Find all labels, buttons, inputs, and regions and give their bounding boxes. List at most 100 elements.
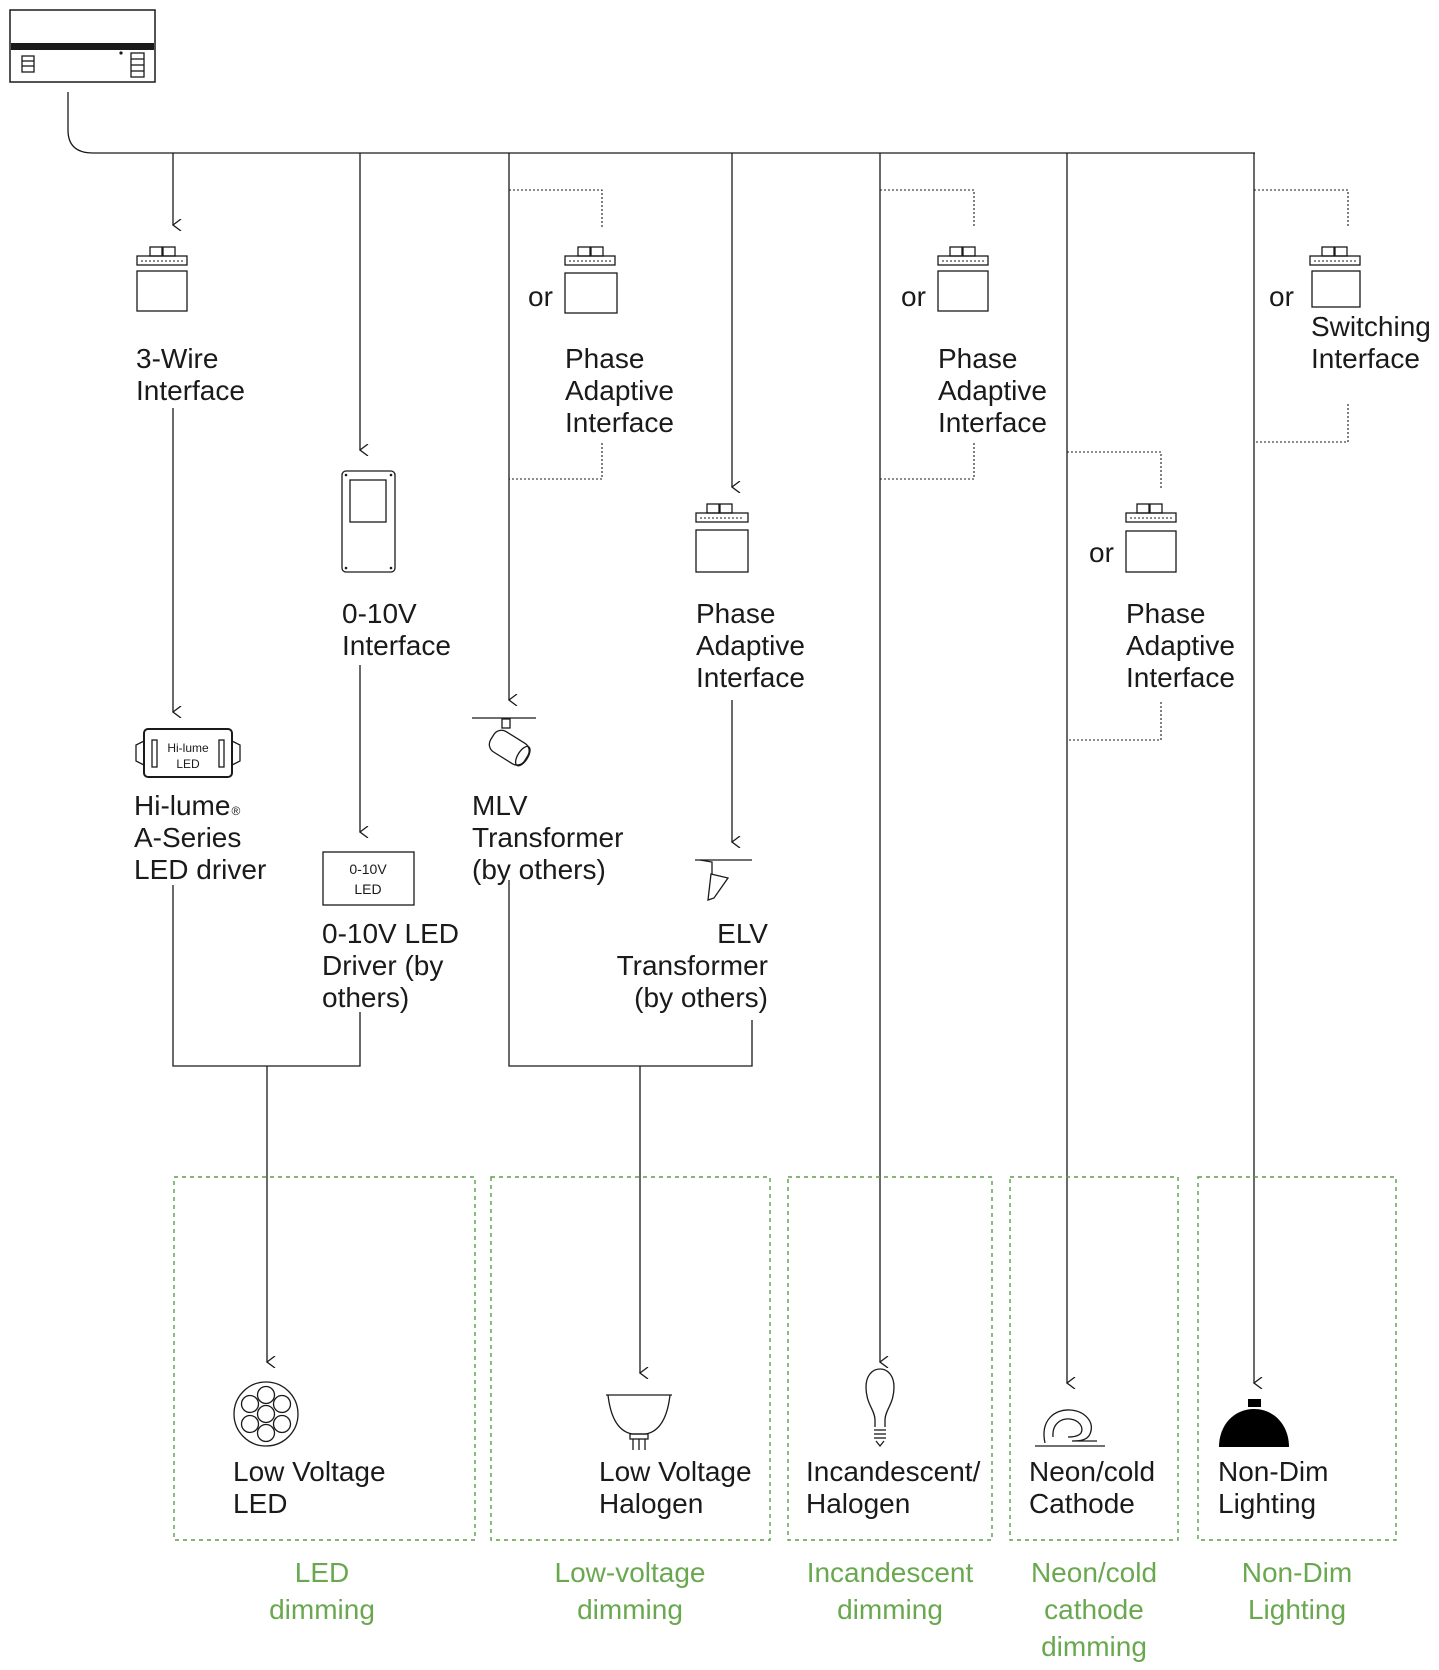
halogen-lamp-icon	[606, 1394, 672, 1450]
svg-text:Adaptive: Adaptive	[565, 375, 674, 406]
label-mlv-transformer: MLV Transformer (by others)	[472, 790, 623, 885]
hilume-icon-line-1: Hi-lume	[167, 741, 209, 755]
svg-text:0-10V LED: 0-10V LED	[322, 918, 459, 949]
svg-text:Incandescent: Incandescent	[807, 1557, 974, 1588]
interface-module-icon	[564, 246, 618, 314]
svg-text:MLV: MLV	[472, 790, 528, 821]
svg-text:Phase: Phase	[696, 598, 775, 629]
svg-text:Interface: Interface	[342, 630, 451, 661]
svg-text:LED driver: LED driver	[134, 854, 266, 885]
group-label-neon-dimming: Neon/cold cathode dimming	[1031, 1557, 1157, 1662]
svg-text:LED: LED	[233, 1488, 287, 1519]
label-zero-ten-interface: 0-10V Interface	[342, 598, 451, 661]
svg-text:Phase: Phase	[938, 343, 1017, 374]
svg-text:Neon/cold: Neon/cold	[1031, 1557, 1157, 1588]
svg-text:Adaptive: Adaptive	[938, 375, 1047, 406]
svg-text:Adaptive: Adaptive	[696, 630, 805, 661]
label-elv-transformer: ELV Transformer (by others)	[617, 918, 769, 1013]
svg-text:Interface: Interface	[1311, 343, 1420, 374]
svg-text:0-10V: 0-10V	[342, 598, 417, 629]
svg-text:Adaptive: Adaptive	[1126, 630, 1235, 661]
svg-text:Cathode: Cathode	[1029, 1488, 1135, 1519]
track-light-icon	[472, 717, 536, 767]
group-box-nondim	[1197, 1176, 1397, 1541]
interface-module-icon	[1125, 503, 1177, 573]
svg-text:Interface: Interface	[696, 662, 805, 693]
label-phase-adaptive-interface: Phase Adaptive Interface	[565, 343, 674, 438]
svg-text:Non-Dim: Non-Dim	[1218, 1456, 1328, 1487]
zero-ten-icon-line-1: 0-10V	[349, 861, 387, 877]
svg-text:Interface: Interface	[565, 407, 674, 438]
or-label: or	[1269, 281, 1294, 312]
svg-text:dimming: dimming	[269, 1594, 375, 1625]
nondim-fixture-icon	[1219, 1399, 1289, 1447]
svg-text:Switching: Switching	[1311, 311, 1431, 342]
interface-module-icon	[937, 246, 989, 312]
label-load-nondim: Non-Dim Lighting	[1218, 1456, 1328, 1519]
or-label: or	[528, 281, 553, 312]
wiring	[173, 153, 1254, 1383]
optional-routes	[509, 189, 1349, 741]
svg-text:Transformer: Transformer	[617, 950, 768, 981]
group-label-led-dimming: LED dimming	[269, 1557, 375, 1625]
group-box-led	[173, 1176, 476, 1541]
label-zero-ten-driver: 0-10V LED Driver (by others)	[322, 918, 459, 1013]
svg-text:Halogen: Halogen	[806, 1488, 910, 1519]
group-label-incandescent-dimming: Incandescent dimming	[807, 1557, 974, 1625]
svg-text:Lighting: Lighting	[1248, 1594, 1346, 1625]
label-load-lv-halogen: Low Voltage Halogen	[599, 1456, 752, 1519]
svg-text:Hi-lume®: Hi-lume®	[134, 790, 240, 821]
svg-text:LED: LED	[295, 1557, 349, 1588]
svg-text:dimming: dimming	[837, 1594, 943, 1625]
svg-text:dimming: dimming	[1041, 1631, 1147, 1662]
label-load-incandescent: Incandescent/ Halogen	[806, 1456, 981, 1519]
incandescent-bulb-icon	[865, 1368, 895, 1448]
registered-mark: ®	[231, 804, 240, 818]
or-label: or	[901, 281, 926, 312]
svg-text:Interface: Interface	[1126, 662, 1235, 693]
svg-text:Non-Dim: Non-Dim	[1242, 1557, 1352, 1588]
zero-ten-driver-icon: 0-10V LED	[322, 851, 415, 906]
svg-text:Halogen: Halogen	[599, 1488, 703, 1519]
label-load-lv-led: Low Voltage LED	[233, 1456, 386, 1519]
hilume-driver-icon: Hi-lume LED	[135, 728, 241, 778]
main-controller-icon	[9, 9, 156, 83]
group-box-low-voltage	[490, 1176, 771, 1541]
svg-text:dimming: dimming	[577, 1594, 683, 1625]
label-hilume-driver: Hi-lume® A-Series LED driver	[134, 790, 266, 885]
svg-text:Neon/cold: Neon/cold	[1029, 1456, 1155, 1487]
svg-text:Phase: Phase	[1126, 598, 1205, 629]
svg-text:cathode: cathode	[1044, 1594, 1144, 1625]
svg-text:(by others): (by others)	[634, 982, 768, 1013]
bus-line	[67, 92, 1255, 154]
svg-text:Low-voltage: Low-voltage	[555, 1557, 706, 1588]
group-label-nondim-lighting: Non-Dim Lighting	[1242, 1557, 1352, 1625]
or-label: or	[1089, 537, 1114, 568]
label-phase-adaptive-interface: Phase Adaptive Interface	[696, 598, 805, 693]
group-box-neon	[1009, 1176, 1179, 1541]
hilume-icon-line-2: LED	[176, 757, 200, 771]
group-box-incandescent	[787, 1176, 993, 1541]
svg-text:Low Voltage: Low Voltage	[233, 1456, 386, 1487]
svg-text:Lighting: Lighting	[1218, 1488, 1316, 1519]
interface-module-icon	[695, 503, 749, 573]
svg-text:Driver (by: Driver (by	[322, 950, 443, 981]
svg-text:Interface: Interface	[938, 407, 1047, 438]
svg-text:(by others): (by others)	[472, 854, 606, 885]
zero-ten-icon-line-2: LED	[354, 881, 381, 897]
svg-text:Low Voltage: Low Voltage	[599, 1456, 752, 1487]
group-label-low-voltage-dimming: Low-voltage dimming	[555, 1557, 706, 1625]
svg-text:ELV: ELV	[717, 918, 768, 949]
svg-text:3-Wire: 3-Wire	[136, 343, 218, 374]
svg-text:Interface: Interface	[136, 375, 245, 406]
zero-ten-interface-icon	[341, 470, 396, 573]
led-lamp-icon	[233, 1381, 299, 1447]
track-light-icon	[695, 859, 752, 901]
interface-module-icon	[1309, 246, 1361, 308]
interface-module-icon	[136, 246, 188, 312]
svg-text:others): others)	[322, 982, 409, 1013]
label-phase-adaptive-interface: Phase Adaptive Interface	[938, 343, 1047, 438]
svg-text:Transformer: Transformer	[472, 822, 623, 853]
svg-text:Incandescent/: Incandescent/	[806, 1456, 981, 1487]
